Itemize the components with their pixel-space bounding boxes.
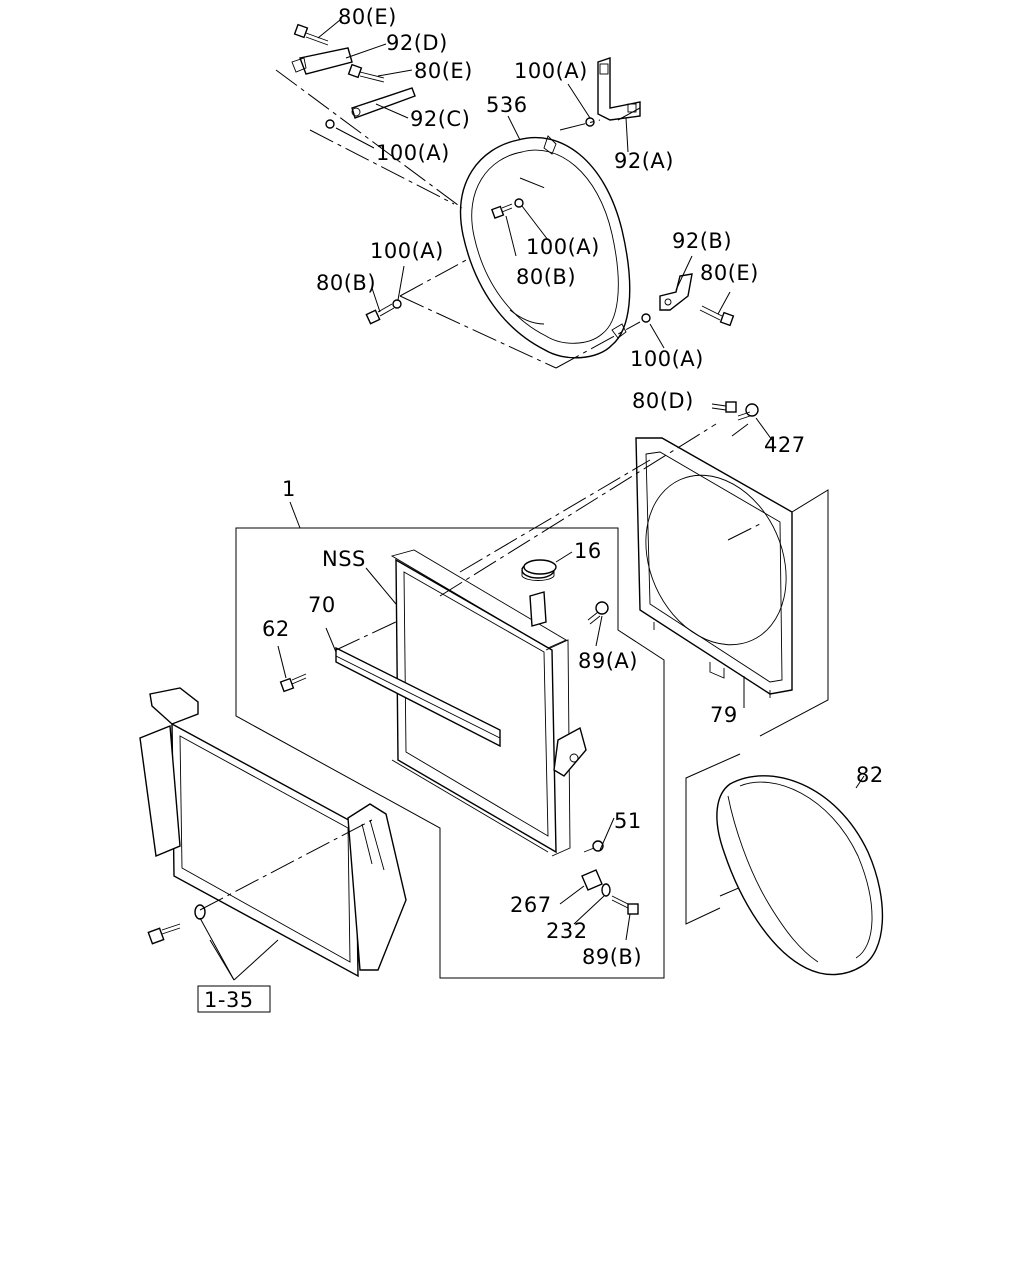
label-ref-1-35[interactable]: 1-35 <box>204 988 254 1012</box>
label-16: 16 <box>574 539 602 563</box>
bolt-part-427 <box>737 403 759 421</box>
grommet-part-100a <box>325 117 651 323</box>
label-232: 232 <box>546 919 588 943</box>
label-80b-inner: 80(B) <box>516 265 576 289</box>
shroud-frame-part-79 <box>635 437 793 698</box>
leader-lines-upper <box>317 19 731 349</box>
label-100a-inner: 100(A) <box>526 235 600 259</box>
label-80d: 80(D) <box>632 389 694 413</box>
label-80e-top: 80(E) <box>338 5 397 29</box>
bolt-part-80e-right <box>699 305 735 327</box>
label-92b: 92(B) <box>672 229 732 253</box>
label-nss: NSS <box>322 547 366 571</box>
bolt-part-80e-top <box>293 23 329 46</box>
label-92c: 92(C) <box>410 107 470 131</box>
panel-outline-79 <box>759 489 829 737</box>
bolt-part-51 <box>583 840 604 853</box>
bolt-part-89b <box>611 895 639 915</box>
cap-part-16 <box>523 559 557 575</box>
label-100a-lower-right: 100(A) <box>630 347 704 371</box>
hose-part-267 <box>581 869 603 891</box>
label-536: 536 <box>486 93 528 117</box>
alignment-lines-upper <box>275 69 641 369</box>
label-100a-left: 100(A) <box>376 141 450 165</box>
bolt-part-intercooler <box>147 904 206 945</box>
bracket-part-92d <box>291 47 353 75</box>
leader-lines-lower <box>199 417 773 981</box>
bracket-part-92b <box>659 273 693 311</box>
bolt-part-80b-inner <box>490 203 513 219</box>
label-80e-right: 80(E) <box>700 261 759 285</box>
label-89a: 89(A) <box>578 649 638 673</box>
intercooler-part <box>139 687 407 978</box>
bolt-part-62 <box>279 673 307 693</box>
reference-box <box>197 985 271 1013</box>
label-70: 70 <box>308 593 336 617</box>
label-427: 427 <box>764 433 806 457</box>
label-89b: 89(B) <box>582 945 642 969</box>
panel-outline-82 <box>685 753 865 925</box>
label-51: 51 <box>614 809 642 833</box>
label-82: 82 <box>856 763 884 787</box>
fan-ring-part-82 <box>716 775 884 976</box>
bolt-part-80d <box>711 401 737 413</box>
label-1: 1 <box>282 477 296 501</box>
label-267: 267 <box>510 893 552 917</box>
assembly-box-1 <box>235 527 665 979</box>
label-92d: 92(D) <box>386 31 448 55</box>
label-100a-lower-left: 100(A) <box>370 239 444 263</box>
label-92a: 92(A) <box>614 149 674 173</box>
support-bar-part-70 <box>335 646 501 748</box>
bolt-part-89a <box>587 601 609 625</box>
bolt-part-80b-left <box>365 303 395 325</box>
washer-part-232 <box>601 883 611 897</box>
bracket-part-92c <box>351 87 416 119</box>
label-62: 62 <box>262 617 290 641</box>
label-80e-mid: 80(E) <box>414 59 473 83</box>
label-100a-top-right: 100(A) <box>514 59 588 83</box>
label-80b-left: 80(B) <box>316 271 376 295</box>
bolt-part-80e-mid <box>347 63 385 83</box>
fan-shroud-part-536 <box>459 135 631 359</box>
label-79: 79 <box>710 703 738 727</box>
alignment-lines-lower <box>199 423 791 911</box>
bracket-part-92a <box>597 57 641 121</box>
radiator-bracket <box>553 726 587 777</box>
